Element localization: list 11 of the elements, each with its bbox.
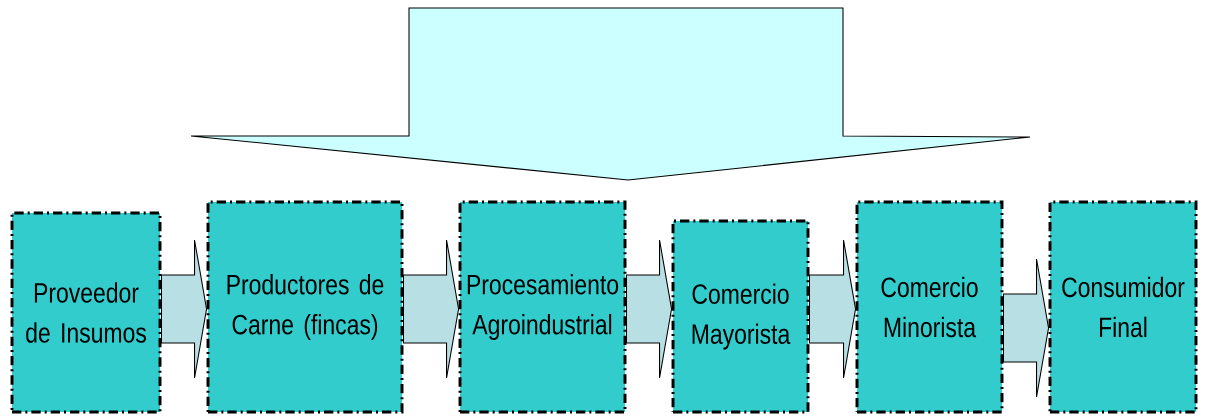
process-box: Consumidor Final [1048, 200, 1198, 414]
block-arrow [402, 239, 460, 379]
block-arrow [1002, 258, 1050, 398]
block-arrow [808, 239, 857, 379]
process-box: Procesamiento Agroindustrial [458, 200, 627, 414]
block-arrow [160, 239, 208, 379]
block-arrow [625, 239, 673, 379]
process-box: Comercio Mayorista [671, 219, 810, 414]
process-box: Proveedor de Insumos [10, 211, 162, 414]
process-box: Comercio Minorista [855, 200, 1004, 414]
process-box: Productores de Carne (fincas) [206, 200, 404, 414]
